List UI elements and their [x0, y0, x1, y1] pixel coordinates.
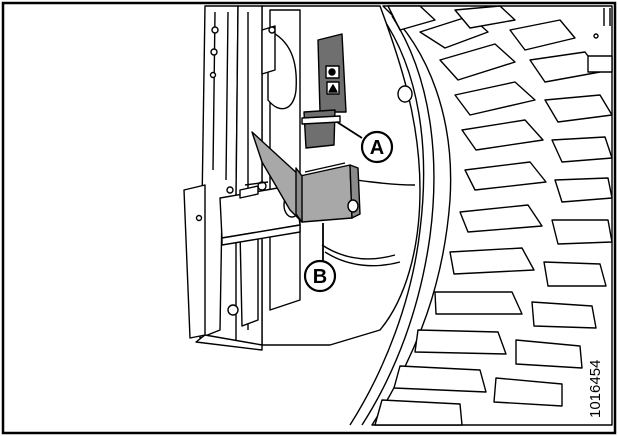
part-a	[301, 33, 347, 149]
bracket-b	[251, 131, 361, 223]
callout-a-leader	[336, 121, 363, 139]
callout-leaders	[322, 121, 363, 261]
figure-id: 1016454	[587, 360, 604, 418]
callout-a-circle	[360, 130, 394, 164]
callout-b-circle	[303, 259, 337, 293]
callout-a: A	[360, 130, 394, 164]
callout-b-label: B	[313, 266, 327, 288]
vertical-post	[183, 5, 276, 351]
callout-b: B	[303, 259, 337, 293]
tire	[349, 5, 613, 426]
callout-a-label: A	[370, 137, 384, 159]
